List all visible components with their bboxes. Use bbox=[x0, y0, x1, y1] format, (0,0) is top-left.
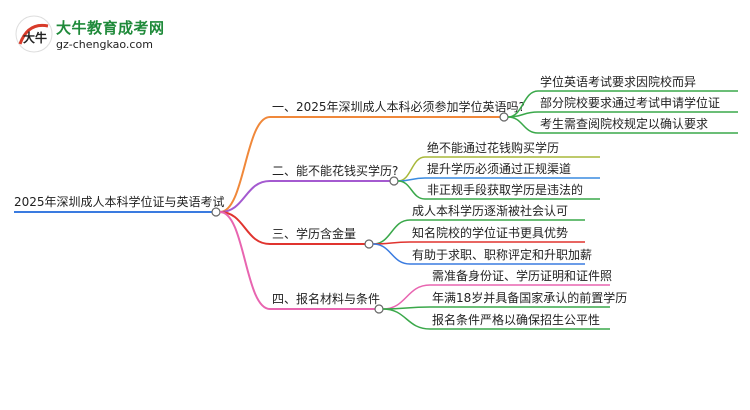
site-logo[interactable]: 大牛 大牛教育成考网 gz-chengkao.com bbox=[14, 14, 184, 56]
branch-3-connector bbox=[219, 211, 271, 245]
logo-url: gz-chengkao.com bbox=[56, 38, 153, 51]
branch-4-leaf-3-connector bbox=[382, 308, 431, 330]
logo-title: 大牛教育成考网 bbox=[56, 19, 165, 37]
branch-3-leaf-3-label: 有助于求职、职称评定和升职加薪 bbox=[412, 247, 592, 262]
branch-4-leaf-3-label: 报名条件严格以确保招生公平性 bbox=[432, 312, 600, 327]
branch-4-leaf-2-label: 年满18岁并具备国家承认的前置学历 bbox=[432, 290, 627, 305]
branch-2-dot[interactable] bbox=[389, 176, 399, 186]
branch-2-leaf-3-label: 非正规手段获取学历是违法的 bbox=[427, 182, 583, 197]
branch-1-connector bbox=[219, 116, 271, 213]
branch-3-label: 三、学历含金量 bbox=[272, 226, 356, 241]
branch-1-leaf-1-label: 学位英语考试要求因院校而异 bbox=[540, 74, 696, 89]
branch-3-dot[interactable] bbox=[364, 239, 374, 249]
branch-1-leaf-3-connector bbox=[507, 116, 539, 134]
branch-4-label: 四、报名材料与条件 bbox=[272, 291, 380, 306]
branch-3-leaf-2-label: 知名院校的学位证书更具优势 bbox=[412, 225, 568, 240]
branch-2-leaf-1-label: 绝不能通过花钱购买学历 bbox=[427, 140, 559, 155]
branch-2-leaf-2-label: 提升学历必须通过正规渠道 bbox=[427, 161, 571, 176]
logo-emblem-icon: 大牛 bbox=[15, 15, 53, 53]
root-node-dot[interactable] bbox=[211, 207, 221, 217]
branch-1-label: 一、2025年深圳成人本科必须参加学位英语吗? bbox=[272, 99, 525, 114]
branch-4-leaf-1-connector bbox=[382, 284, 431, 310]
branch-4-connector bbox=[219, 211, 271, 310]
branch-3-leaf-1-connector bbox=[372, 219, 411, 245]
branch-4-dot[interactable] bbox=[374, 304, 384, 314]
branch-2-leaf-3-connector bbox=[397, 180, 426, 200]
branch-1-leaf-3-label: 考生需查阅院校规定以确认要求 bbox=[540, 116, 708, 131]
logo-mark-text: 大牛 bbox=[23, 30, 47, 45]
root-node-label: 2025年深圳成人本科学位证与英语考试 bbox=[14, 194, 225, 209]
branch-1-leaf-2-label: 部分院校要求通过考试申请学位证 bbox=[540, 95, 720, 110]
branch-1-dot[interactable] bbox=[499, 112, 509, 122]
branch-4-leaf-1-label: 需准备身份证、学历证明和证件照 bbox=[432, 268, 612, 283]
branch-2-connector bbox=[219, 180, 271, 213]
branch-3-leaf-3-connector bbox=[372, 243, 411, 265]
branch-2-label: 二、能不能花钱买学历? bbox=[272, 163, 398, 178]
branch-3-leaf-1-label: 成人本科学历逐渐被社会认可 bbox=[412, 203, 568, 218]
